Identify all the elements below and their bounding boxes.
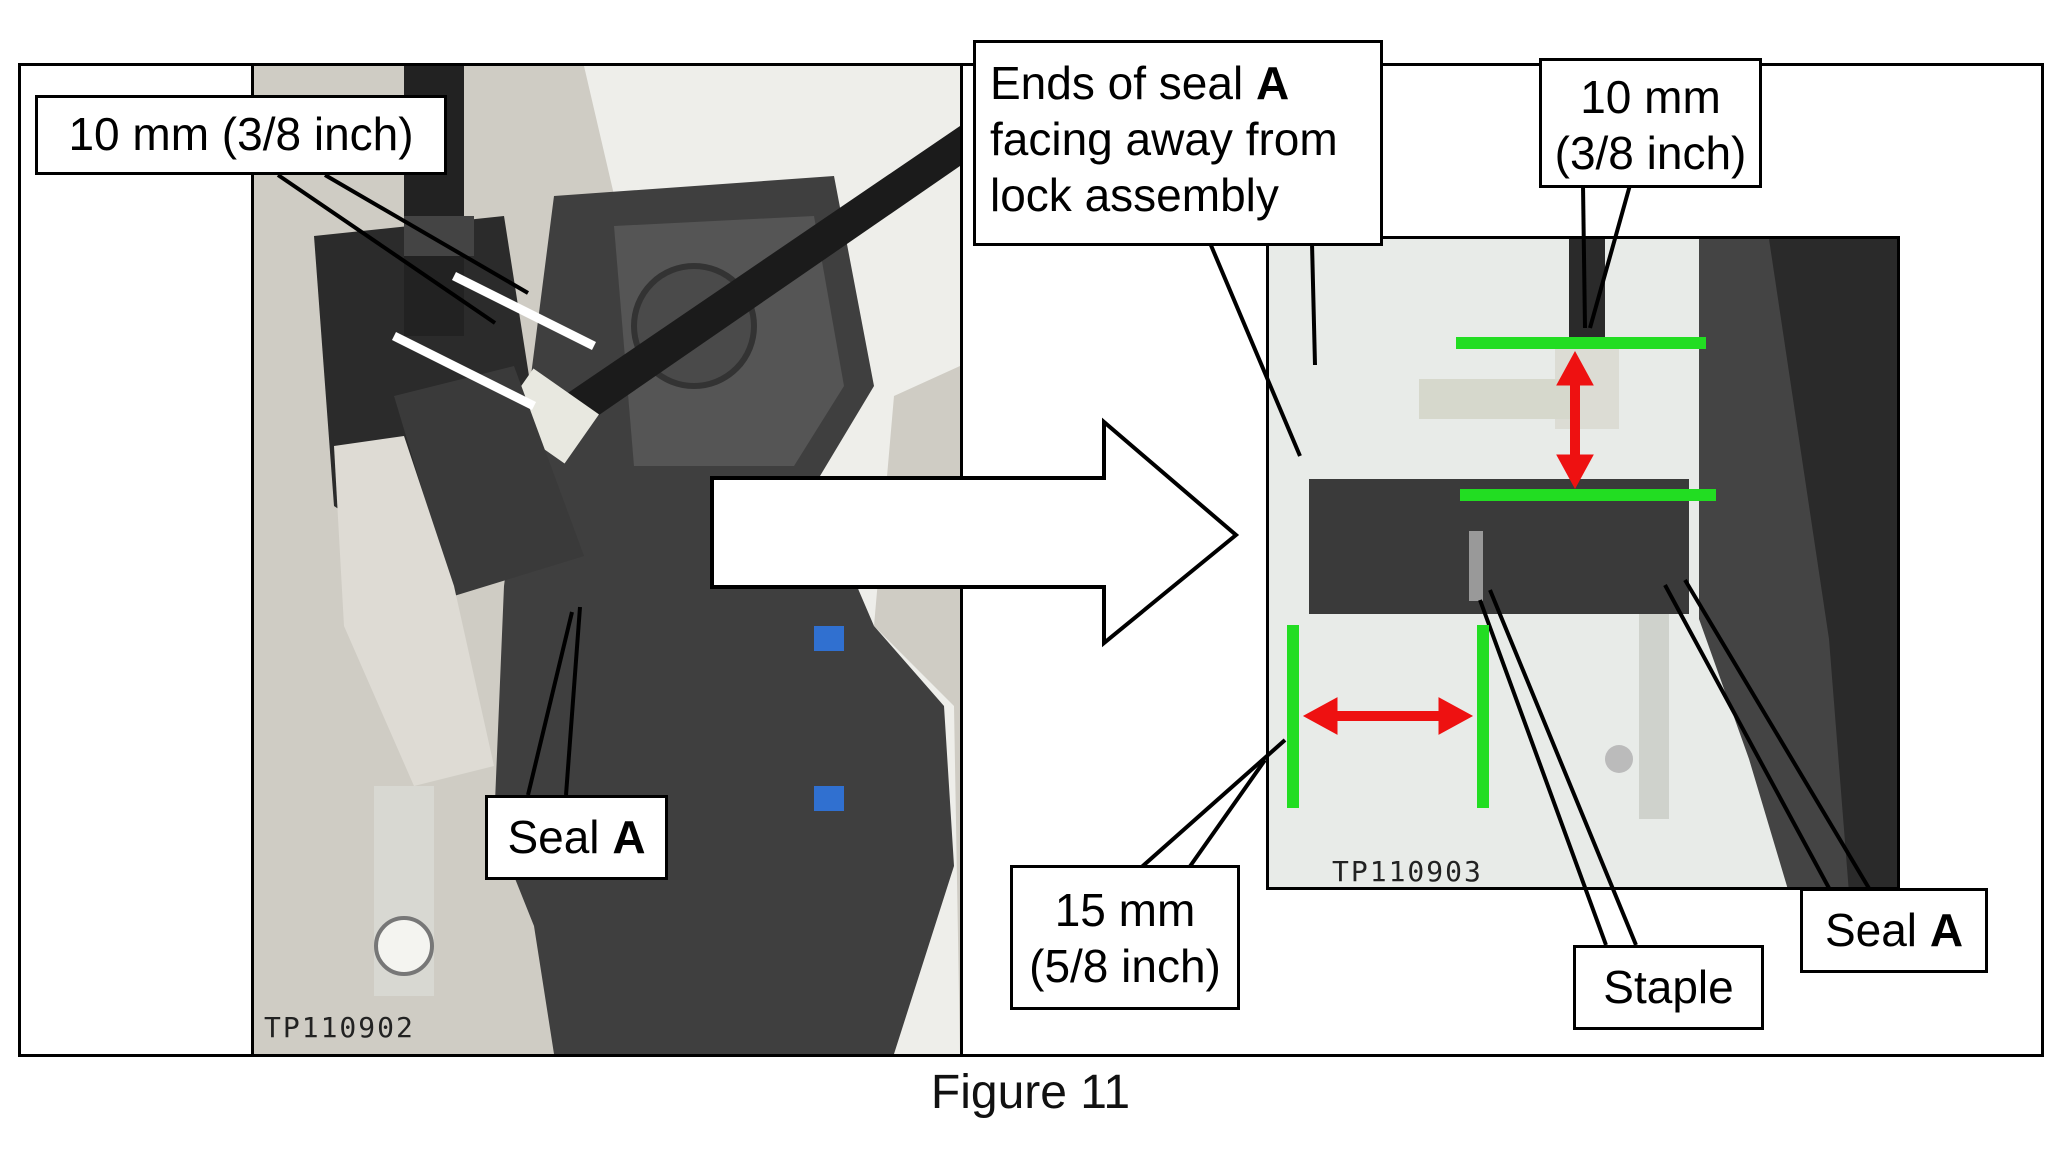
right-photo-id: TP110903 — [1332, 855, 1483, 888]
left-photo: TP110902 — [251, 66, 963, 1054]
right-photo-drawing — [1269, 239, 1897, 887]
callout-staple-text: Staple — [1603, 961, 1734, 1013]
right-photo: TP110903 — [1266, 236, 1900, 890]
callout-ends-line2: facing away from — [990, 113, 1338, 165]
callout-left-10mm-text: 10 mm (3/8 inch) — [68, 108, 414, 160]
callout-right-10mm-line2: (3/8 inch) — [1554, 127, 1747, 179]
callout-ends-of-seal: Ends of seal A facing away from lock ass… — [973, 40, 1383, 246]
callout-left-seal-letter: A — [612, 811, 646, 863]
callout-staple: Staple — [1573, 945, 1764, 1030]
callout-15mm: 15 mm (5/8 inch) — [1010, 865, 1240, 1010]
callout-right-10mm-line1: 10 mm — [1580, 71, 1721, 123]
left-photo-id: TP110902 — [264, 1011, 415, 1044]
left-photo-drawing — [254, 66, 960, 1054]
callout-left-seal-text: Seal — [507, 811, 613, 863]
callout-right-seal: Seal A — [1800, 888, 1988, 973]
callout-ends-line3: lock assembly — [990, 169, 1279, 221]
callout-ends-line1: Ends of seal — [990, 57, 1256, 109]
callout-left-10mm: 10 mm (3/8 inch) — [35, 95, 447, 175]
callout-left-seal: Seal A — [485, 795, 668, 880]
callout-15mm-line1: 15 mm — [1054, 884, 1196, 936]
callout-ends-letter: A — [1255, 57, 1290, 109]
callout-right-seal-letter: A — [1929, 904, 1964, 956]
callout-right-seal-text: Seal — [1824, 904, 1930, 956]
callout-15mm-line2: (5/8 inch) — [1029, 940, 1221, 992]
callout-right-10mm: 10 mm (3/8 inch) — [1539, 58, 1762, 188]
figure-caption: Figure 11 — [930, 1066, 1131, 1119]
